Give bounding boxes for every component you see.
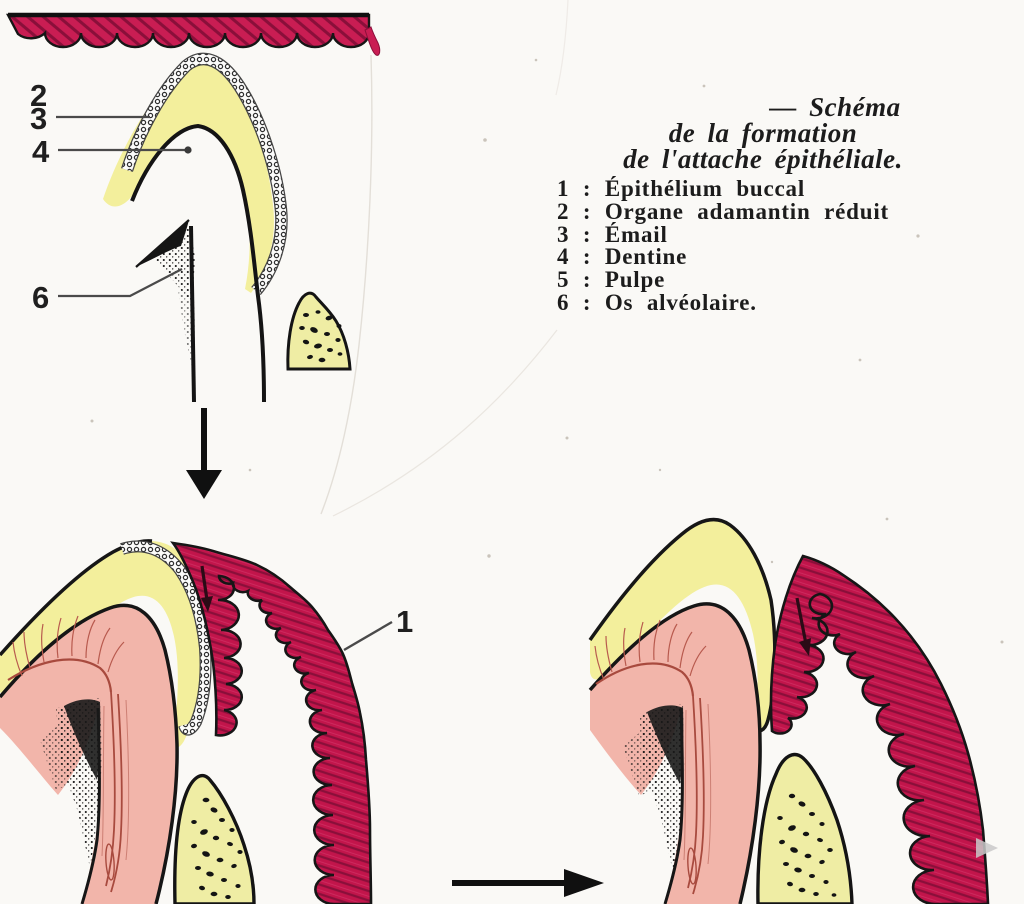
stage1-enamel-organ-band (122, 53, 287, 295)
leader-line-6 (58, 268, 183, 298)
scan-artifacts (90, 0, 1004, 644)
stage1-bone-crest (135, 219, 196, 368)
callout-3-label: 3 (30, 101, 47, 136)
stage3-bone-crest (623, 704, 685, 872)
gingiva-strip-shape (6, 13, 371, 49)
stage3-alveolar-bone (756, 752, 854, 904)
legend-item-1: 1 : Épithélium buccal (557, 176, 805, 201)
stage3-epithelium-shape (769, 554, 990, 904)
stage2-bone-crest (40, 698, 102, 868)
callout-4-label: 4 (32, 134, 50, 169)
oral-epithelium-strip (6, 12, 381, 56)
stage2-bone-marrow-spots (191, 797, 243, 899)
figure-title-line3: de l'attache épithéliale. (623, 144, 903, 174)
callout-2-label: 2 (30, 78, 47, 113)
legend-item-5: 5 : Pulpe (557, 267, 665, 292)
legend-item-4: 4 : Dentine (557, 244, 687, 269)
stage1-bone-marrow-spots (299, 310, 343, 363)
stage2-enamel-shape (0, 540, 205, 748)
legend-item-2: 2 : Organe adamantin réduit (557, 199, 889, 224)
figure-title-line1: — Schéma (768, 92, 900, 122)
stage2-pulp-vessels (7, 615, 130, 893)
legend-block: — Schéma de la formation de l'attache ép… (557, 92, 903, 315)
stage3-dentine-shape (590, 603, 761, 904)
stage-transition-down-arrow-icon (186, 408, 222, 499)
leader-dot-4 (184, 146, 192, 154)
callout-6-label: 6 (32, 280, 49, 315)
stage2-epithelium-shape (170, 541, 373, 904)
stage3-migration-arrow-icon (795, 597, 811, 656)
stage2-dentine-shape (0, 605, 178, 904)
stage3-bone-marrow-spots (777, 793, 837, 897)
figure-title-line2: de la formation (669, 118, 858, 148)
stage2-diagram: 1 (0, 539, 413, 904)
legend-item-3: 3 : Émail (557, 222, 668, 247)
leader-line-1 (343, 620, 393, 652)
stage1-alveolar-bone (286, 291, 352, 371)
stage3-enamel-shape (590, 519, 775, 732)
stage2-enamel-organ-band (120, 541, 211, 735)
stage1-diagram: 2 3 4 6 (30, 52, 352, 403)
callout-1-label: 1 (396, 604, 413, 639)
stage3-pulp-vessels (594, 619, 712, 895)
stage2-migration-arrow-icon (200, 565, 213, 612)
stage3-enamel-outer-line (588, 517, 777, 733)
stage3-diagram (588, 517, 998, 904)
stage1-callouts: 2 3 4 6 (30, 78, 192, 315)
cursor-triangle-icon (976, 838, 998, 858)
strip-drip (364, 26, 381, 56)
legend-item-6: 6 : Os alvéolaire. (557, 290, 757, 315)
stage-transition-right-arrow-icon (452, 869, 604, 897)
